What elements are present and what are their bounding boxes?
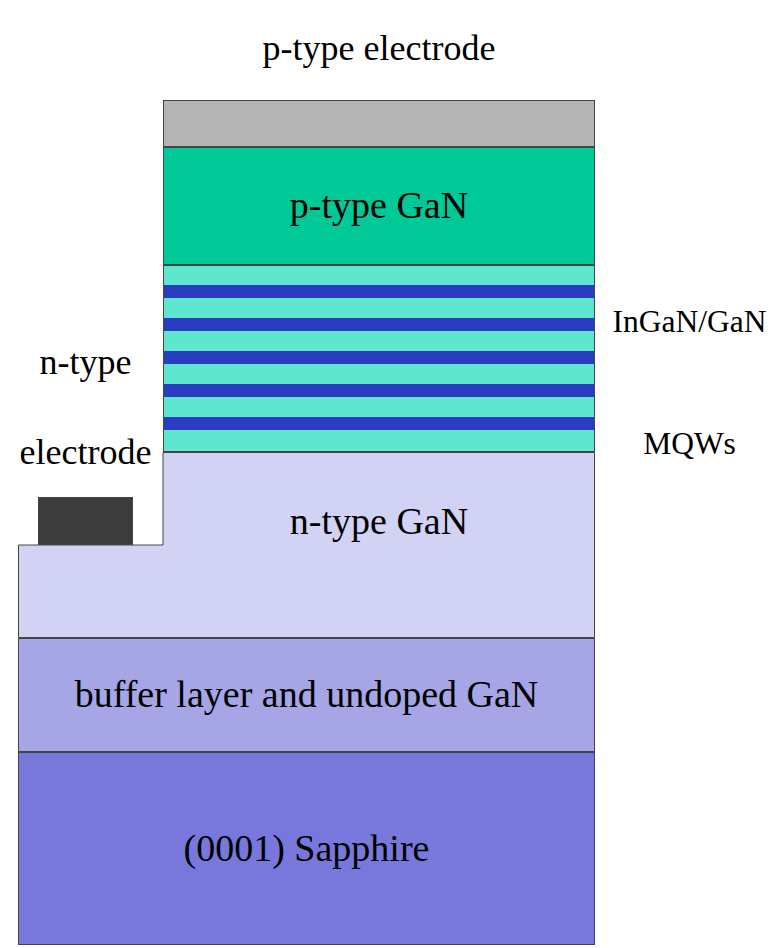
quantum-well-stripe — [164, 285, 594, 298]
quantum-well-stripe — [164, 351, 594, 364]
layer-outline — [19, 753, 595, 945]
sapphire-substrate: (0001) Sapphire — [18, 752, 595, 945]
layer-outline — [19, 639, 595, 752]
layer-label: (0001) Sapphire — [18, 752, 595, 945]
layer-shape — [163, 265, 595, 452]
layer-shape — [18, 452, 595, 638]
layer-outline — [164, 266, 595, 452]
layer-outline — [164, 101, 595, 147]
buffer-layer: buffer layer and undoped GaN — [18, 638, 595, 752]
p-electrode-layer: p-type electrode — [163, 100, 595, 147]
n-electrode: n-type electrode — [38, 497, 133, 545]
quantum-well-stripe — [164, 318, 594, 331]
layer-shape — [163, 100, 595, 147]
layer-outline — [164, 148, 595, 265]
quantum-well-stripe — [164, 417, 594, 430]
layer-shape — [38, 497, 133, 545]
layer-label: buffer layer and undoped GaN — [18, 638, 595, 752]
layer-label: p-type electrode — [199, 18, 559, 78]
layer-label: p-type GaN — [163, 147, 595, 265]
layer-label: InGaN/GaN MQWs — [599, 261, 780, 505]
mqw-outline — [164, 266, 595, 452]
n-gan-outline — [19, 453, 595, 638]
quantum-well-stripe — [164, 384, 594, 397]
mqw-layer: InGaN/GaN MQWs — [163, 265, 595, 452]
p-gan-layer: p-type GaN — [163, 147, 595, 265]
layer-outline — [39, 498, 133, 545]
n-gan-layer: n-type GaN — [18, 452, 595, 638]
layer-label: n-type electrode — [6, 317, 166, 497]
layer-label: n-type GaN — [163, 472, 595, 572]
